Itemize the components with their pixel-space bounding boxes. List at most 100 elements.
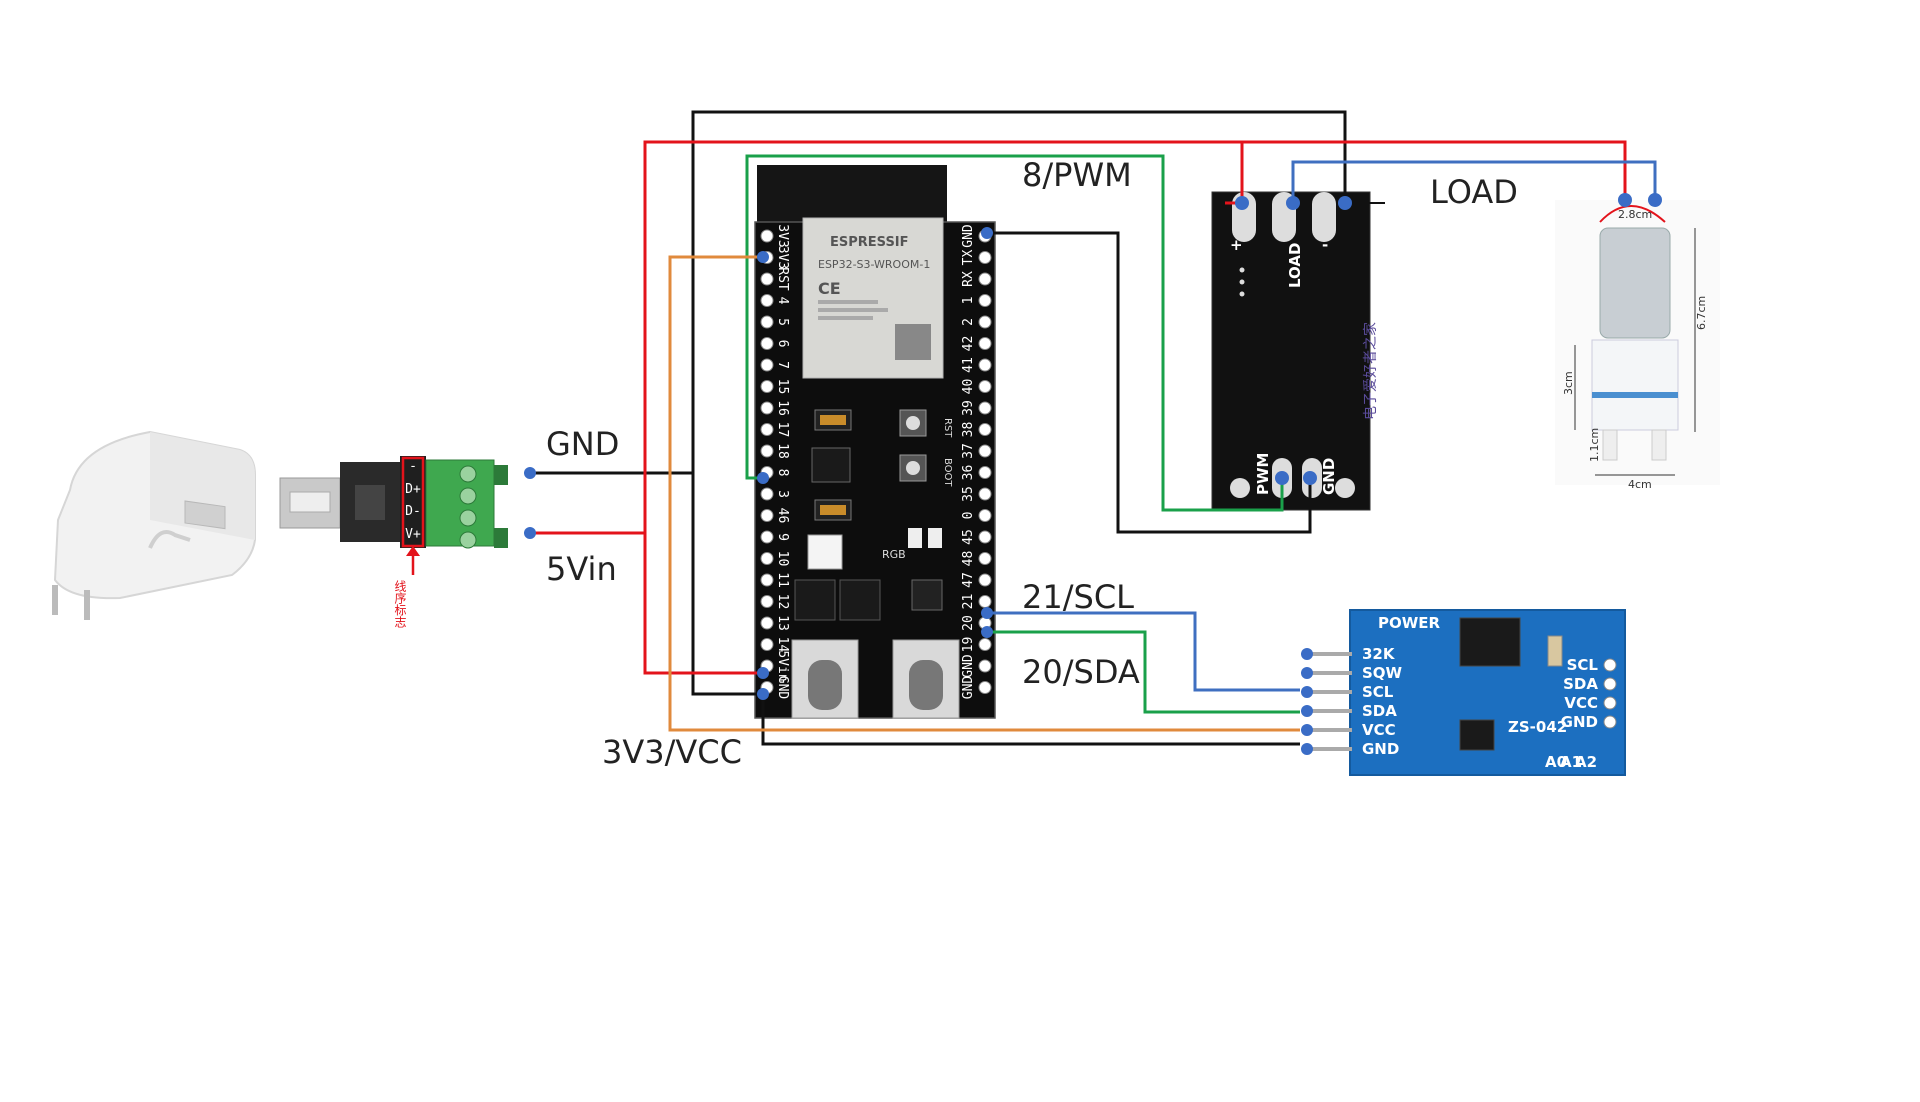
wire-3v3 — [668, 255, 1300, 732]
esp-right-pin-label-6: 41 — [961, 357, 976, 373]
rtc-left-pin-5 — [1301, 743, 1313, 755]
dot-esp-5vin — [757, 667, 769, 679]
label-pwm: 8/PWM — [1022, 156, 1132, 194]
esp-right-pin-label-5: 42 — [961, 336, 976, 352]
pump-dim-nozzle: 1.1cm — [1588, 428, 1601, 462]
esp-right-pin-12 — [978, 487, 992, 501]
esp-right-pin-label-2: RX — [961, 271, 976, 287]
label-load: LOAD — [1430, 173, 1518, 211]
rtc-left-pin-label-2: SCL — [1362, 683, 1394, 701]
rtc-left-pin-2 — [1301, 686, 1313, 698]
esp-left-pin-label-11: 8 — [775, 469, 790, 477]
usb-terminal-adapter: - D+ D- V+ 线序标志 — [279, 456, 508, 628]
esp-right-pin-16 — [978, 573, 992, 587]
wire-5v-main — [527, 531, 763, 675]
rtc-left-pin-label-0: 32K — [1362, 645, 1396, 663]
rtc-right-pin-label-3: GND — [1561, 713, 1598, 731]
label-gnd: GND — [546, 425, 619, 463]
adapter-pin-dminus: D- — [405, 504, 421, 519]
rtc-addr-a2: A2 — [1575, 753, 1597, 771]
dot-esp-gnd — [757, 688, 769, 700]
wire-load — [1291, 160, 1657, 203]
esp-left-pin-label-8: 16 — [775, 400, 790, 416]
rtc-left-pin-4 — [1301, 724, 1313, 736]
adapter-pin-dplus: D+ — [405, 482, 421, 497]
esp-left-pin-19 — [760, 638, 774, 651]
dot-mosfet-minus — [1338, 196, 1352, 210]
rtc-power-label: POWER — [1378, 614, 1441, 632]
rtc-right-pin-label-0: SCL — [1567, 656, 1599, 674]
esp-left-pin-label-18: 13 — [775, 615, 790, 631]
esp-left-pin-label-5: 6 — [775, 340, 790, 348]
wire-5v-pump — [1242, 140, 1627, 200]
dot-mosfet-plus — [1235, 196, 1249, 210]
mosfet-chinese-label: 电子爱好者之家 — [1362, 322, 1379, 420]
dot-mosfet-pwm — [1275, 471, 1289, 485]
esp-left-pin-18 — [760, 616, 774, 630]
esp-left-pin-2 — [760, 272, 774, 286]
boot-label: BOOT — [942, 458, 953, 487]
esp-left-pin-label-12: 3 — [775, 490, 790, 498]
rtc-addr-a1: A1 — [1560, 753, 1582, 771]
esp-left-pin-label-7: 15 — [775, 379, 790, 395]
esp-right-pin-9 — [978, 423, 992, 436]
wire-gnd-rtc — [761, 697, 1300, 746]
esp-right-pin-20 — [978, 659, 992, 673]
dot-esp-3v3 — [757, 251, 769, 263]
esp-right-pin-1 — [978, 251, 992, 264]
esp32-ce-mark: CE — [818, 279, 841, 298]
esp-left-pin-14 — [760, 530, 774, 544]
esp-right-pin-label-20: GND — [961, 654, 976, 678]
esp-right-pin-label-19: 19 — [961, 637, 976, 653]
dot-esp-20 — [981, 626, 993, 638]
esp-left-pin-5 — [760, 337, 774, 350]
dot-esp-21 — [981, 607, 993, 619]
rgb-label: RGB — [882, 548, 906, 561]
esp-left-pin-12 — [760, 487, 774, 501]
usb-charger — [52, 430, 256, 620]
pump-dim-body: 3cm — [1562, 371, 1575, 395]
esp-right-pin-label-18: 20 — [961, 615, 976, 631]
esp-left-pin-label-0: 3V3 — [775, 224, 790, 247]
dot-esp-gnd-right — [981, 227, 993, 239]
esp-right-pin-label-21: GND — [961, 676, 976, 700]
esp-right-pin-11 — [978, 466, 992, 479]
adapter-mark-label: 线序标志 — [393, 580, 407, 628]
esp-right-pin-label-7: 40 — [961, 379, 976, 395]
esp-left-pin-label-9: 17 — [775, 422, 790, 438]
rtc-right-pin-1 — [1603, 677, 1617, 691]
esp-right-pin-label-14: 45 — [961, 529, 976, 545]
pump-dim-top: 2.8cm — [1618, 208, 1652, 221]
mosfet-gnd-label: GND — [1320, 458, 1338, 495]
esp-left-pin-6 — [760, 358, 774, 372]
esp-left-pin-label-3: 4 — [775, 297, 790, 305]
esp32-brand: ESPRESSIF — [830, 235, 909, 250]
mosfet-module: + - LOAD 电子爱好者之家 PWM GND — [1211, 191, 1379, 511]
esp-right-pin-label-4: 2 — [961, 318, 976, 326]
dot-pump-minus — [1648, 193, 1662, 207]
rtc-left-pin-1 — [1301, 667, 1313, 679]
esp-right-pin-8 — [978, 401, 992, 415]
esp-right-pin-label-11: 36 — [961, 465, 976, 481]
dot-adapter-gnd — [524, 467, 536, 479]
dot-pump-plus — [1618, 193, 1632, 207]
water-pump: 2.8cm 6.7cm 3cm 1.1cm 4cm — [1555, 200, 1720, 491]
esp-right-pin-label-1: TX — [961, 250, 976, 266]
rtc-right-pin-2 — [1603, 696, 1617, 710]
label-5vin: 5Vin — [546, 550, 617, 588]
wire-scl — [987, 611, 1300, 692]
rtc-right-pin-label-2: VCC — [1564, 694, 1598, 712]
esp-right-pin-label-3: 1 — [961, 297, 976, 305]
rtc-left-pin-3 — [1301, 705, 1313, 717]
connection-points — [524, 193, 1662, 700]
esp-right-pin-4 — [978, 315, 992, 329]
rtc-left-pin-label-4: VCC — [1362, 721, 1396, 739]
esp-left-pin-label-16: 11 — [775, 572, 790, 588]
esp-right-pin-label-13: 0 — [961, 512, 976, 520]
adapter-pin-vplus: V+ — [405, 527, 421, 542]
esp-right-pin-label-12: 35 — [961, 486, 976, 502]
esp-left-pin-4 — [760, 315, 774, 329]
rst-label: RST — [942, 418, 953, 438]
